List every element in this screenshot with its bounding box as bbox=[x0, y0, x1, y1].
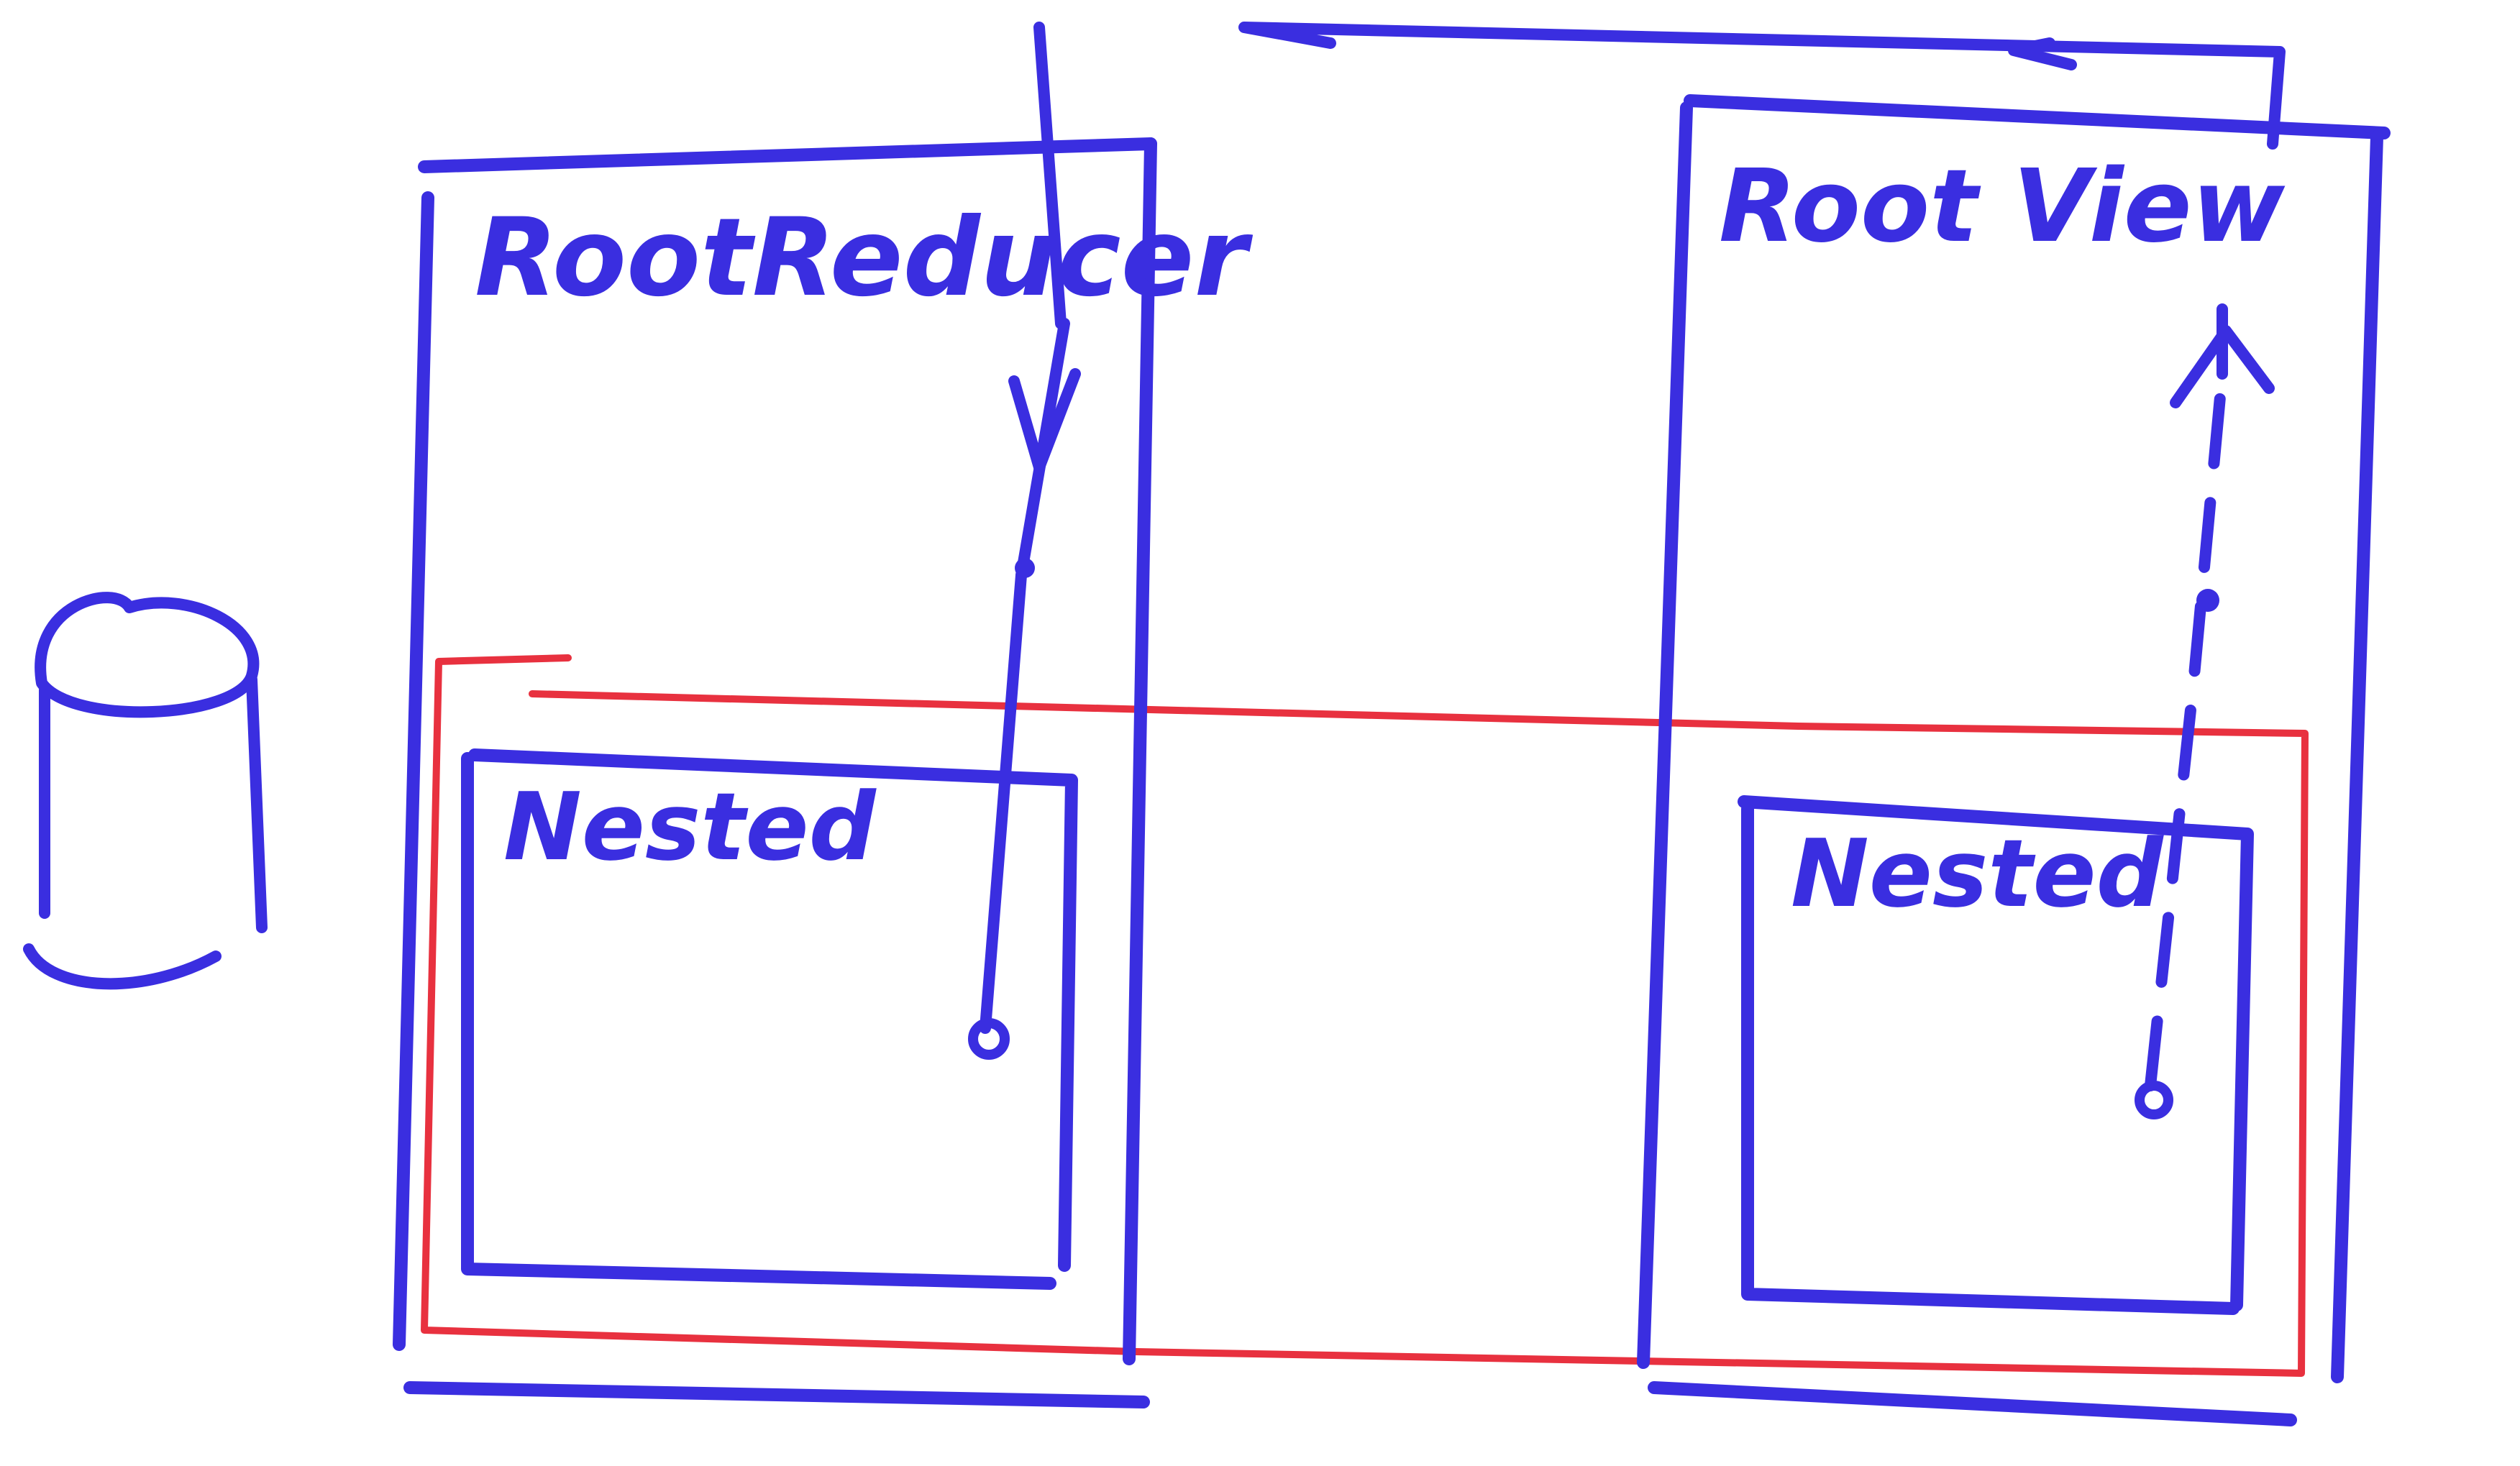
flow-end-dot bbox=[968, 1018, 1010, 1060]
left-nested-box bbox=[461, 748, 1078, 1290]
left-nested-title: Nested bbox=[503, 772, 877, 881]
root-reducer-box bbox=[393, 137, 1157, 1408]
flow-node-dot bbox=[1015, 558, 1035, 578]
database-icon bbox=[23, 592, 268, 990]
view-flow-arrow bbox=[2135, 303, 2275, 1119]
flow-start-dot bbox=[2135, 1081, 2173, 1119]
flow-node-dot bbox=[2196, 589, 2219, 612]
root-reducer-title: RootReducer bbox=[475, 196, 1253, 321]
right-nested-box bbox=[1738, 795, 2254, 1315]
feedback-loop-arrow bbox=[1033, 22, 2286, 329]
root-view-title: Root View bbox=[1719, 148, 2286, 265]
reducer-flow-arrow bbox=[968, 318, 1081, 1060]
root-view-box bbox=[1637, 94, 2391, 1426]
red-highlight-region bbox=[421, 654, 2309, 1377]
right-nested-title: Nested bbox=[1791, 819, 2165, 928]
